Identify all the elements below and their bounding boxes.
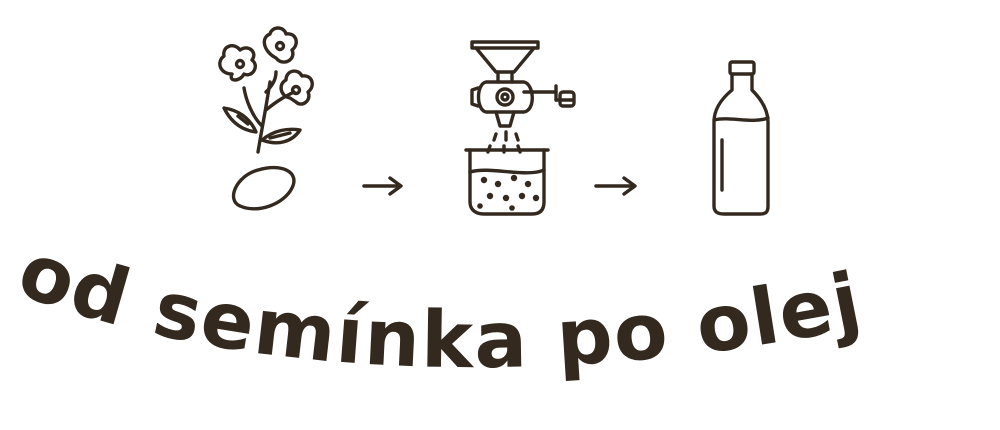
seed-icon [231, 165, 296, 211]
arrow-right-icon [594, 176, 637, 196]
arrow-right-icon [362, 176, 403, 196]
flower-plant-icon [218, 26, 314, 154]
oil-bottle-icon [712, 60, 770, 216]
headline-text: od semínka po olej [7, 225, 867, 386]
headline: od semínka po olej [7, 225, 869, 386]
oil-press-icon [464, 40, 576, 216]
flowering-plant-with-seed-icon [218, 26, 314, 211]
seed-pulp-dots [477, 174, 540, 211]
